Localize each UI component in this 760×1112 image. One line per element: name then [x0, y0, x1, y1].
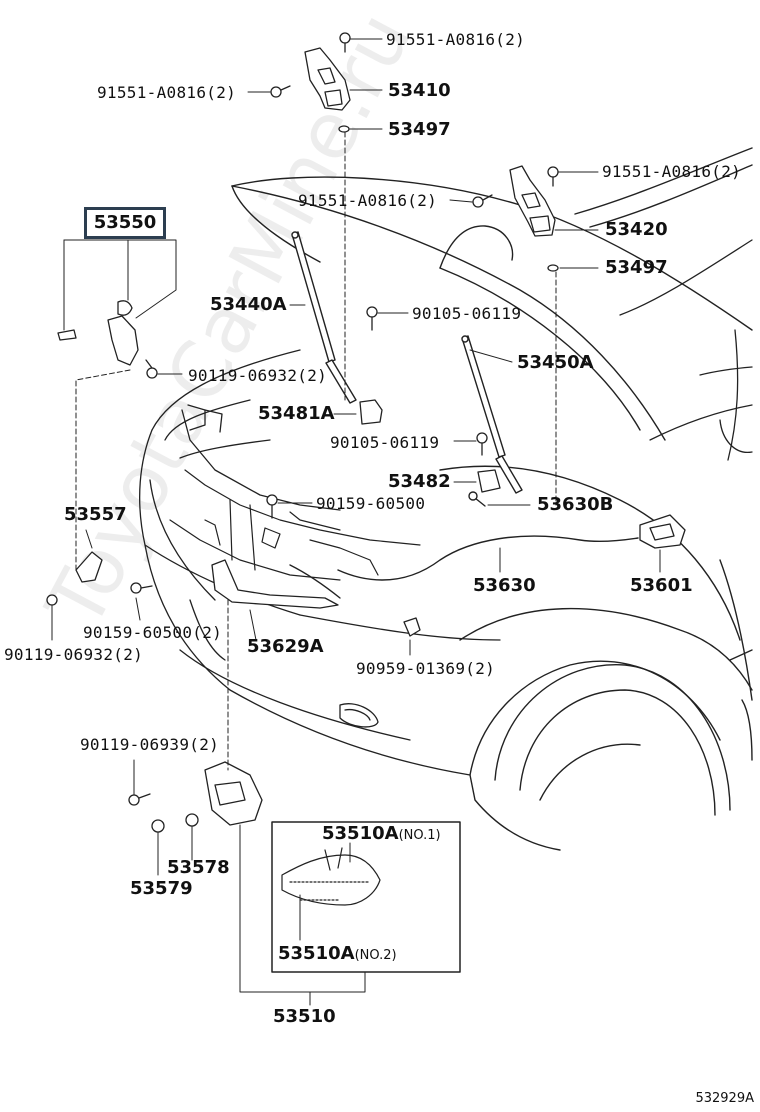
- hood-lock-spring-inset: [281, 847, 381, 906]
- release-lever: [639, 514, 686, 549]
- callout-90159-60500: 90159-60500: [316, 494, 426, 513]
- callout-91551-a0816-rh-left: 91551-A0816(2): [298, 191, 438, 210]
- ball-stud-rh: [476, 432, 501, 493]
- hood-hinge-rh: [472, 165, 559, 272]
- ball-stud-lh: [359, 306, 383, 425]
- hood-lock-support: [57, 300, 158, 379]
- callout-53510: 53510: [273, 1006, 336, 1027]
- callout-90119-06932-upper: 90119-06932(2): [188, 366, 328, 385]
- callout-53510a-no1: 53510A(NO.1): [322, 823, 441, 844]
- callout-53630b: 53630B: [537, 494, 614, 515]
- callout-90959-01369: 90959-01369(2): [356, 659, 496, 678]
- windshield-outline: [619, 239, 753, 461]
- callout-91551-a0816-top: 91551-A0816(2): [386, 30, 526, 49]
- callout-53550: 53550: [84, 207, 166, 239]
- fender-wheel-outline: [439, 465, 753, 851]
- callout-90119-06939: 90119-06939(2): [80, 735, 220, 754]
- callout-90119-06932-lower: 90119-06932(2): [4, 645, 144, 664]
- callout-53630: 53630: [473, 575, 536, 596]
- callout-90105-06119-lower: 90105-06119: [330, 433, 440, 452]
- callout-91551-a0816-rh-top: 91551-A0816(2): [602, 162, 742, 181]
- callout-53510a-no2: 53510A(NO.2): [278, 943, 397, 964]
- callout-53497-lh: 53497: [388, 119, 451, 140]
- callout-53482: 53482: [388, 471, 451, 492]
- figure-code: 532929A: [695, 1091, 754, 1106]
- callout-53601: 53601: [630, 575, 693, 596]
- callout-53450a: 53450A: [517, 352, 594, 373]
- lock-bracket: [211, 494, 339, 609]
- callout-53579: 53579: [130, 878, 193, 899]
- callout-53440a: 53440A: [210, 294, 287, 315]
- hood-lock: [128, 761, 263, 833]
- cable-guide: [46, 551, 153, 606]
- callout-90105-06119-upper: 90105-06119: [412, 304, 522, 323]
- hood-support-lh: [291, 231, 357, 404]
- clip: [403, 617, 421, 637]
- callout-53497-rh: 53497: [605, 257, 668, 278]
- front-bumper-outline: [139, 349, 501, 776]
- radiator-support: [169, 469, 421, 581]
- hood-support-rh: [461, 335, 523, 494]
- callout-91551-a0816-left: 91551-A0816(2): [97, 83, 237, 102]
- callout-53578: 53578: [167, 857, 230, 878]
- callout-53410: 53410: [388, 80, 451, 101]
- hood-hinge-lh: [270, 32, 351, 133]
- callout-53557: 53557: [64, 504, 127, 525]
- leader-lines: [51, 38, 661, 1006]
- release-cable: [289, 491, 639, 599]
- inset-box: [271, 821, 461, 973]
- callout-53481a: 53481A: [258, 403, 335, 424]
- callout-53629a: 53629A: [247, 636, 324, 657]
- callout-53420: 53420: [605, 219, 668, 240]
- callout-90159-60500-2: 90159-60500(2): [83, 623, 223, 642]
